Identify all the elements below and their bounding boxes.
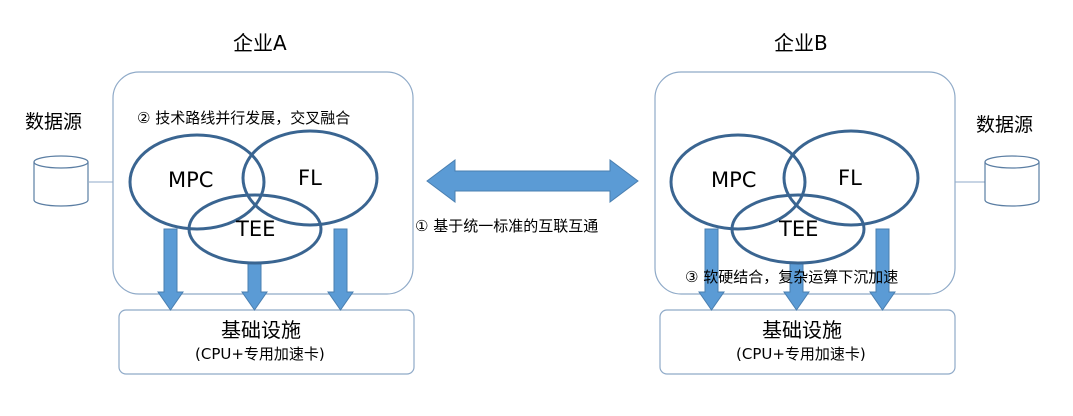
tee-circle-a	[187, 193, 323, 265]
data-source-b-label: 数据源	[976, 114, 1034, 136]
enterprise-b-note: ③ 软硬结合，复杂运算下沉加速	[685, 268, 899, 286]
tee-circle-b	[730, 193, 866, 265]
tee-label-b: TEE	[779, 217, 819, 241]
infra-a-subtitle: (CPU+专用加速卡)	[195, 345, 325, 363]
mpc-circle-b	[669, 133, 807, 231]
fl-label-a: FL	[298, 166, 322, 190]
enterprise-a-title: 企业A	[233, 31, 287, 55]
enterprise-a-note: ② 技术路线并行发展，交叉融合	[137, 109, 351, 127]
mpc-label-a: MPC	[168, 168, 214, 192]
tee-label-a: TEE	[236, 217, 276, 241]
infra-a-title: 基础设施	[221, 318, 301, 342]
down-arrow-b-right	[869, 228, 896, 311]
infra-b-title: 基础设施	[762, 318, 842, 342]
down-arrow-a-middle	[241, 261, 268, 311]
infra-b-subtitle: (CPU+专用加速卡)	[736, 345, 866, 363]
interconnect-double-arrow	[426, 159, 639, 203]
mpc-circle-a	[128, 133, 266, 231]
mpc-label-b: MPC	[711, 168, 757, 192]
fl-circle-a	[241, 129, 379, 227]
database-a-icon	[33, 155, 89, 207]
fl-circle-b	[782, 129, 920, 227]
enterprise-b-title: 企业B	[774, 31, 828, 55]
down-arrow-a-right	[327, 228, 354, 311]
database-b-icon	[984, 155, 1040, 207]
down-arrow-a-left	[157, 228, 184, 311]
fl-label-b: FL	[838, 166, 862, 190]
data-source-a-label: 数据源	[25, 111, 83, 133]
down-arrow-b-middle	[783, 261, 810, 311]
infra-b-box	[659, 309, 956, 375]
down-arrow-b-left	[698, 228, 725, 311]
infra-a-box	[118, 309, 415, 375]
interconnect-note: ① 基于统一标准的互联互通	[415, 217, 599, 235]
